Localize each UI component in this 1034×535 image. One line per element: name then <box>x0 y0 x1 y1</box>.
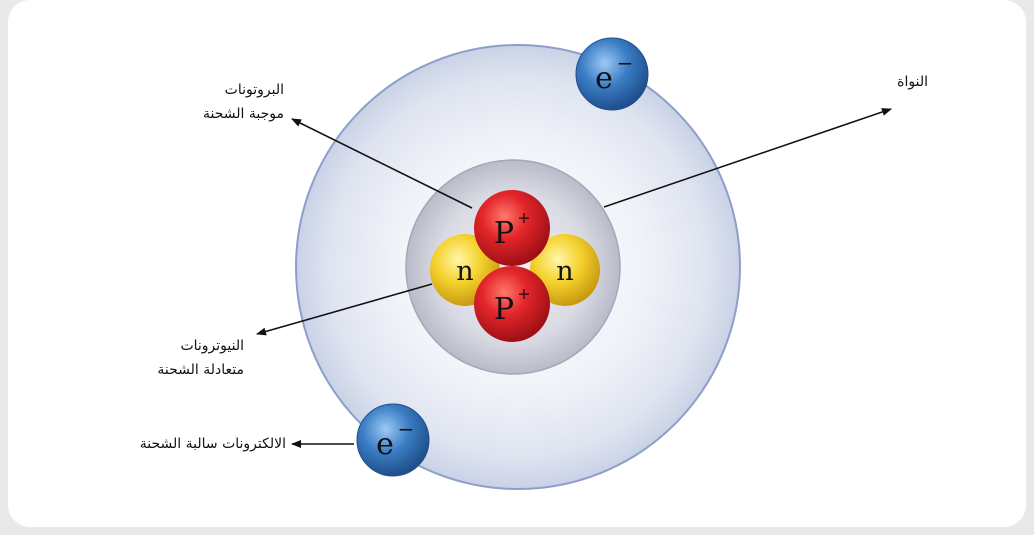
diagram-card: n n P + P + e − e − <box>8 0 1026 527</box>
nucleus-label: النواة <box>897 70 928 94</box>
proton-top: P + <box>474 190 550 266</box>
neutron-left-label: n <box>456 256 473 287</box>
protons-label-line1: البروتونات <box>224 82 284 98</box>
atom-diagram: n n P + P + e − e − <box>256 37 892 490</box>
electron-top-charge: − <box>617 51 634 75</box>
proton-bottom: P + <box>474 266 550 342</box>
electron-top: e − <box>575 37 649 111</box>
neutrons-label-line2: متعادلة الشحنة <box>157 362 244 378</box>
electron-bottom: e − <box>356 403 430 477</box>
proton-top-charge: + <box>517 208 530 227</box>
neutrons-arrow <box>256 283 433 336</box>
electron-bottom-symbol: e <box>376 427 394 462</box>
electrons-label-text: الالكترونات سالبة الشحنة <box>139 436 286 452</box>
protons-label: البروتونات موجبة الشحنة <box>203 78 284 126</box>
electron-bottom-charge: − <box>398 417 415 441</box>
electron-top-symbol: e <box>595 61 613 96</box>
nucleus-label-text: النواة <box>897 74 928 90</box>
protons-label-line2: موجبة الشحنة <box>203 106 284 122</box>
protons-arrow <box>291 118 473 209</box>
neutron-right: n <box>530 234 600 306</box>
neutrons-label-line1: النيوترونات <box>180 338 244 354</box>
nucleus-arrow <box>603 108 892 208</box>
proton-bottom-charge: + <box>517 284 530 303</box>
neutrons-label: النيوترونات متعادلة الشحنة <box>157 334 244 382</box>
proton-bottom-symbol: P <box>494 292 514 327</box>
neutron-right-label: n <box>556 256 573 287</box>
proton-top-symbol: P <box>494 216 514 251</box>
electrons-label: الالكترونات سالبة الشحنة <box>140 432 286 456</box>
